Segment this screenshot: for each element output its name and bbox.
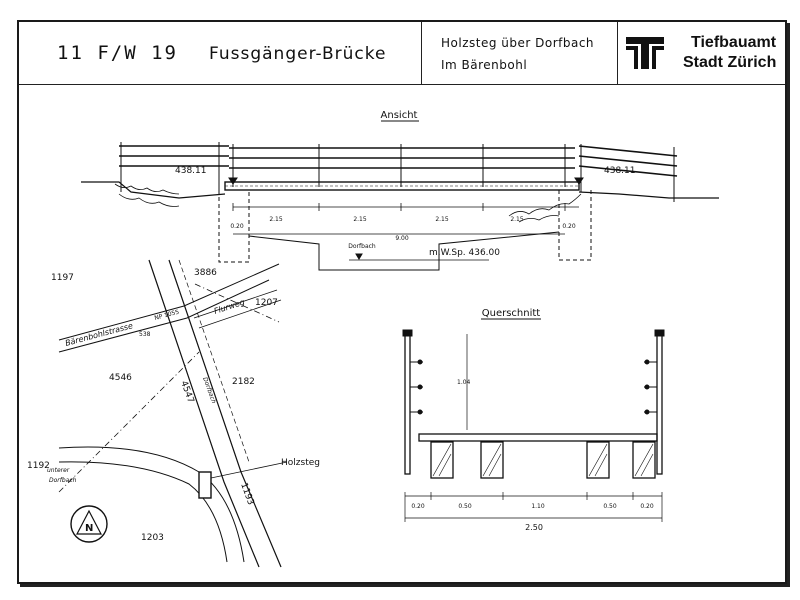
bridge-marker <box>198 471 212 499</box>
road-edge <box>148 259 260 568</box>
elevation-heading: Ansicht <box>381 110 418 121</box>
water-level-label: m.W.Sp. 436.00 <box>429 248 500 258</box>
channel-label: Dorfbach <box>201 376 217 404</box>
bay-dimension: 2.15 <box>269 216 283 223</box>
parcel-number: 1192 <box>27 461 50 471</box>
stream-bed <box>248 231 560 271</box>
bridge-label: Holzsteg <box>281 458 320 468</box>
drawing-code: 11 F/W 19 <box>57 42 178 64</box>
parcel-number: 4547 <box>178 380 195 405</box>
stone-embankment-left <box>114 183 180 195</box>
stone-embankment-right <box>508 193 582 217</box>
parcel-number: 1193 <box>238 482 255 507</box>
path-name: Flurweg <box>213 298 246 316</box>
railing <box>119 145 678 177</box>
title-divider <box>421 22 422 84</box>
abutment-dimension: 0.20 <box>562 223 576 230</box>
level-left: 438.11 <box>175 166 207 176</box>
drawing-sheet: 11 F/W 19 Fussgänger-Brücke Holzsteg übe… <box>17 20 787 584</box>
parcel-number: 1207 <box>255 298 278 308</box>
stream-label: Dorfbach <box>348 243 376 250</box>
street-edge <box>58 279 270 353</box>
street-edge <box>58 263 280 341</box>
span-dimension: 9.00 <box>395 235 409 242</box>
level-marker-icon <box>228 177 238 185</box>
beams <box>430 441 656 479</box>
stream-label: Dorfbach <box>49 477 77 484</box>
parcel-number: 4546 <box>109 373 132 383</box>
parcel-number: 1203 <box>141 533 164 543</box>
north-arrow-icon <box>70 505 108 543</box>
section-dimension: 0.50 <box>458 503 472 510</box>
stream-label: unterer <box>47 467 70 474</box>
level-right: 438.11 <box>604 166 636 176</box>
height-dimension: 1.04 <box>457 379 471 386</box>
level-marker-icon <box>574 177 584 185</box>
section-dimension: 0.20 <box>411 503 425 510</box>
drawing-description-line2: Im Bärenbohl <box>441 58 528 72</box>
section-dimension: 1.10 <box>531 503 545 510</box>
abutment-dimension: 0.20 <box>230 223 244 230</box>
abutment-right <box>558 190 592 261</box>
title-block: 11 F/W 19 Fussgänger-Brücke Holzsteg übe… <box>19 22 785 85</box>
terrain-left <box>81 181 226 199</box>
abutment-left <box>218 190 250 263</box>
drawing-title: Fussgänger-Brücke <box>209 44 387 64</box>
parcel-number: 2182 <box>232 377 255 387</box>
total-width: 2.50 <box>525 523 543 532</box>
site-plan: 1197 3886 1207 4546 4547 2182 1192 1193 … <box>27 259 320 568</box>
section-heading: Querschnitt <box>482 308 541 319</box>
elevation-view: Ansicht <box>81 110 719 271</box>
section-dimension: 0.50 <box>603 503 617 510</box>
deck-section <box>418 433 658 442</box>
north-label: N <box>85 523 93 534</box>
bay-dimension: 2.15 <box>435 216 449 223</box>
section-dimension: 0.20 <box>640 503 654 510</box>
organization-line1: Tiefbauamt <box>691 34 777 51</box>
bay-dimension: 2.15 <box>353 216 367 223</box>
water-level-icon <box>355 253 363 260</box>
cross-section: Querschnitt 1.04 <box>402 308 665 532</box>
railing-post <box>404 333 411 475</box>
survey-point-value: 538 <box>139 331 151 338</box>
terrain-right <box>578 191 719 199</box>
tiefbauamt-logo-icon <box>626 37 664 69</box>
organization-line2: Stadt Zürich <box>683 54 777 71</box>
stream-curve <box>58 461 228 563</box>
rail-bolts <box>417 359 650 415</box>
technical-drawing: Ansicht <box>27 110 719 568</box>
drawing-description-line1: Holzsteg über Dorfbach <box>441 36 595 50</box>
railing-post <box>656 333 663 475</box>
parcel-number: 3886 <box>194 268 217 278</box>
parcel-number: 1197 <box>51 273 74 283</box>
bay-dimension: 2.15 <box>510 216 524 223</box>
title-divider <box>617 22 618 84</box>
beam-hatching <box>432 443 654 477</box>
dimension-ticks <box>232 203 566 211</box>
